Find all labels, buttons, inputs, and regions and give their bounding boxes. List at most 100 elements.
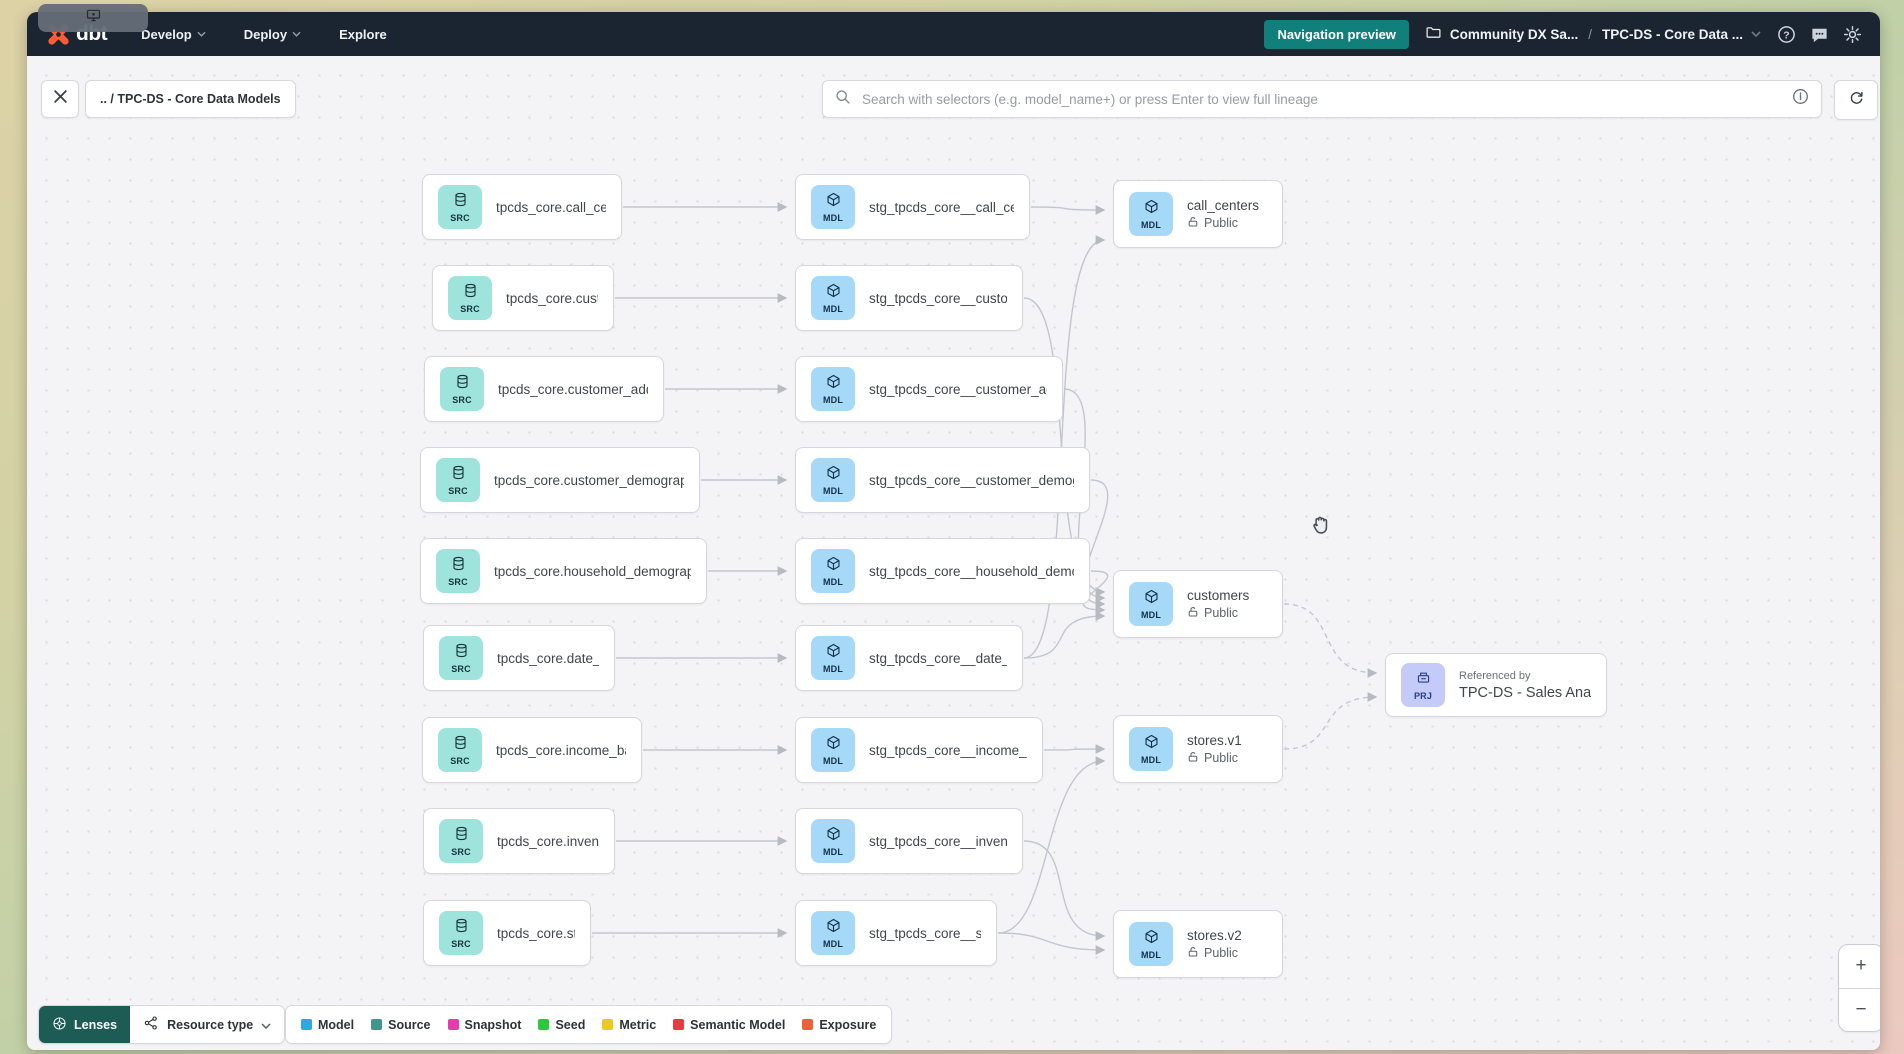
grab-hand-cursor xyxy=(1308,512,1335,544)
help-icon[interactable]: ? xyxy=(1777,25,1796,44)
breadcrumb-page[interactable]: TPC-DS - Core Data ... xyxy=(1601,26,1743,42)
node-access: Public xyxy=(1204,946,1239,960)
node-badge: SRC xyxy=(448,276,492,320)
node-badge: SRC xyxy=(438,728,482,772)
lineage-node-stg_customer_demographics[interactable]: MDLstg_tpcds_core__customer_demogra... xyxy=(795,447,1090,513)
resource-type-dropdown[interactable]: Resource type xyxy=(130,1006,285,1043)
node-badge: MDL xyxy=(1129,922,1173,966)
breadcrumb: Community DX Sa... / TPC-DS - Core Data … xyxy=(1425,24,1761,44)
close-lineage-button[interactable] xyxy=(41,80,79,118)
legend-swatch xyxy=(447,1019,459,1030)
node-label: stg_tpcds_core__date_dim xyxy=(869,650,1007,666)
node-label: stg_tpcds_core__income_band xyxy=(869,742,1027,758)
archive-icon xyxy=(1416,670,1431,690)
info-icon[interactable] xyxy=(1792,88,1809,110)
legend-swatch xyxy=(602,1019,614,1030)
cube-icon xyxy=(826,556,841,576)
zoom-in-button[interactable]: + xyxy=(1855,955,1867,977)
node-label: tpcds_core.store xyxy=(497,925,575,941)
node-badge: MDL xyxy=(1129,582,1173,626)
node-badge: MDL xyxy=(811,728,855,772)
zoom-divider xyxy=(1839,987,1880,989)
legend-item: Metric xyxy=(602,1018,656,1032)
node-badge: MDL xyxy=(1129,192,1173,236)
lineage-node-stg_household_demographics[interactable]: MDLstg_tpcds_core__household_demogr... xyxy=(795,538,1090,604)
node-label: stg_tpcds_core__customer xyxy=(869,290,1007,306)
lineage-nodes-layer: SRCtpcds_core.call_centerSRCtpcds_core.c… xyxy=(27,56,1880,1050)
cube-icon xyxy=(1144,929,1159,949)
nav-menu-explore[interactable]: Explore xyxy=(339,26,387,42)
node-access: Public xyxy=(1204,606,1239,620)
legend-swatch xyxy=(673,1019,685,1030)
feedback-chat-icon[interactable] xyxy=(1810,25,1829,44)
refresh-icon xyxy=(1848,89,1865,111)
refresh-lineage-button[interactable] xyxy=(1834,80,1878,120)
node-badge: MDL xyxy=(811,185,855,229)
database-icon xyxy=(454,826,469,846)
zoom-controls: + − xyxy=(1838,944,1880,1032)
zoom-out-button[interactable]: − xyxy=(1855,998,1867,1020)
node-ref-label: Referenced by xyxy=(1459,669,1531,682)
node-badge: SRC xyxy=(440,367,484,411)
database-icon xyxy=(455,374,470,394)
lenses-button[interactable]: Lenses xyxy=(39,1006,131,1043)
search-input[interactable] xyxy=(860,90,1783,108)
breadcrumb-project[interactable]: Community DX Sa... xyxy=(1449,26,1579,42)
nav-menu-deploy[interactable]: Deploy xyxy=(244,27,301,42)
node-badge: SRC xyxy=(439,911,483,955)
lenses-aperture-icon xyxy=(52,1016,67,1034)
chevron-down-icon xyxy=(261,1018,271,1032)
legend-item: Model xyxy=(301,1018,354,1032)
node-label: tpcds_core.inventory xyxy=(497,833,599,849)
lineage-canvas[interactable]: SRCtpcds_core.call_centerSRCtpcds_core.c… xyxy=(27,56,1880,1050)
node-label: tpcds_core.call_center xyxy=(496,199,606,215)
lineage-path-chip[interactable]: .. / TPC-DS - Core Data Models xyxy=(85,80,296,118)
cube-icon xyxy=(1144,589,1159,609)
node-badge: MDL xyxy=(811,819,855,863)
legend-swatch xyxy=(371,1019,383,1030)
screen-share-indicator[interactable] xyxy=(38,4,148,32)
chevron-down-icon xyxy=(197,31,206,37)
settings-gear-icon[interactable] xyxy=(1843,25,1862,44)
node-label: stg_tpcds_core__customer_address xyxy=(869,381,1047,397)
node-badge: MDL xyxy=(811,458,855,502)
cube-icon xyxy=(1144,734,1159,754)
chevron-down-icon[interactable] xyxy=(1751,31,1761,37)
nav-menu-develop[interactable]: Develop xyxy=(141,27,206,42)
cube-icon xyxy=(1144,199,1159,219)
lineage-node-stg_income_band[interactable]: MDL stg_tpcds_core__income_band xyxy=(795,717,1043,783)
legend-item: Exposure xyxy=(802,1018,876,1032)
navigation-preview-button[interactable]: Navigation preview xyxy=(1264,19,1409,49)
lineage-node-src_store[interactable]: SRC tpcds_core.store xyxy=(423,900,591,966)
legend-swatch xyxy=(538,1019,550,1030)
lock-icon xyxy=(1187,751,1199,766)
node-access: Public xyxy=(1204,216,1239,230)
lineage-node-stg_customer[interactable]: MDL stg_tpcds_core__customer xyxy=(795,265,1023,331)
database-icon xyxy=(453,735,468,755)
cube-icon xyxy=(826,192,841,212)
node-badge: MDL xyxy=(811,276,855,320)
node-badge: SRC xyxy=(439,636,483,680)
node-label: tpcds_core.customer_demographics xyxy=(494,472,684,488)
legend-item: Source xyxy=(371,1018,431,1032)
top-navbar: dbt Develop Deploy Explore Navigation pr… xyxy=(27,12,1880,56)
node-badge: MDL xyxy=(811,367,855,411)
lineage-node-stg_customer_address[interactable]: MDL stg_tpcds_core__customer_address xyxy=(795,356,1063,422)
